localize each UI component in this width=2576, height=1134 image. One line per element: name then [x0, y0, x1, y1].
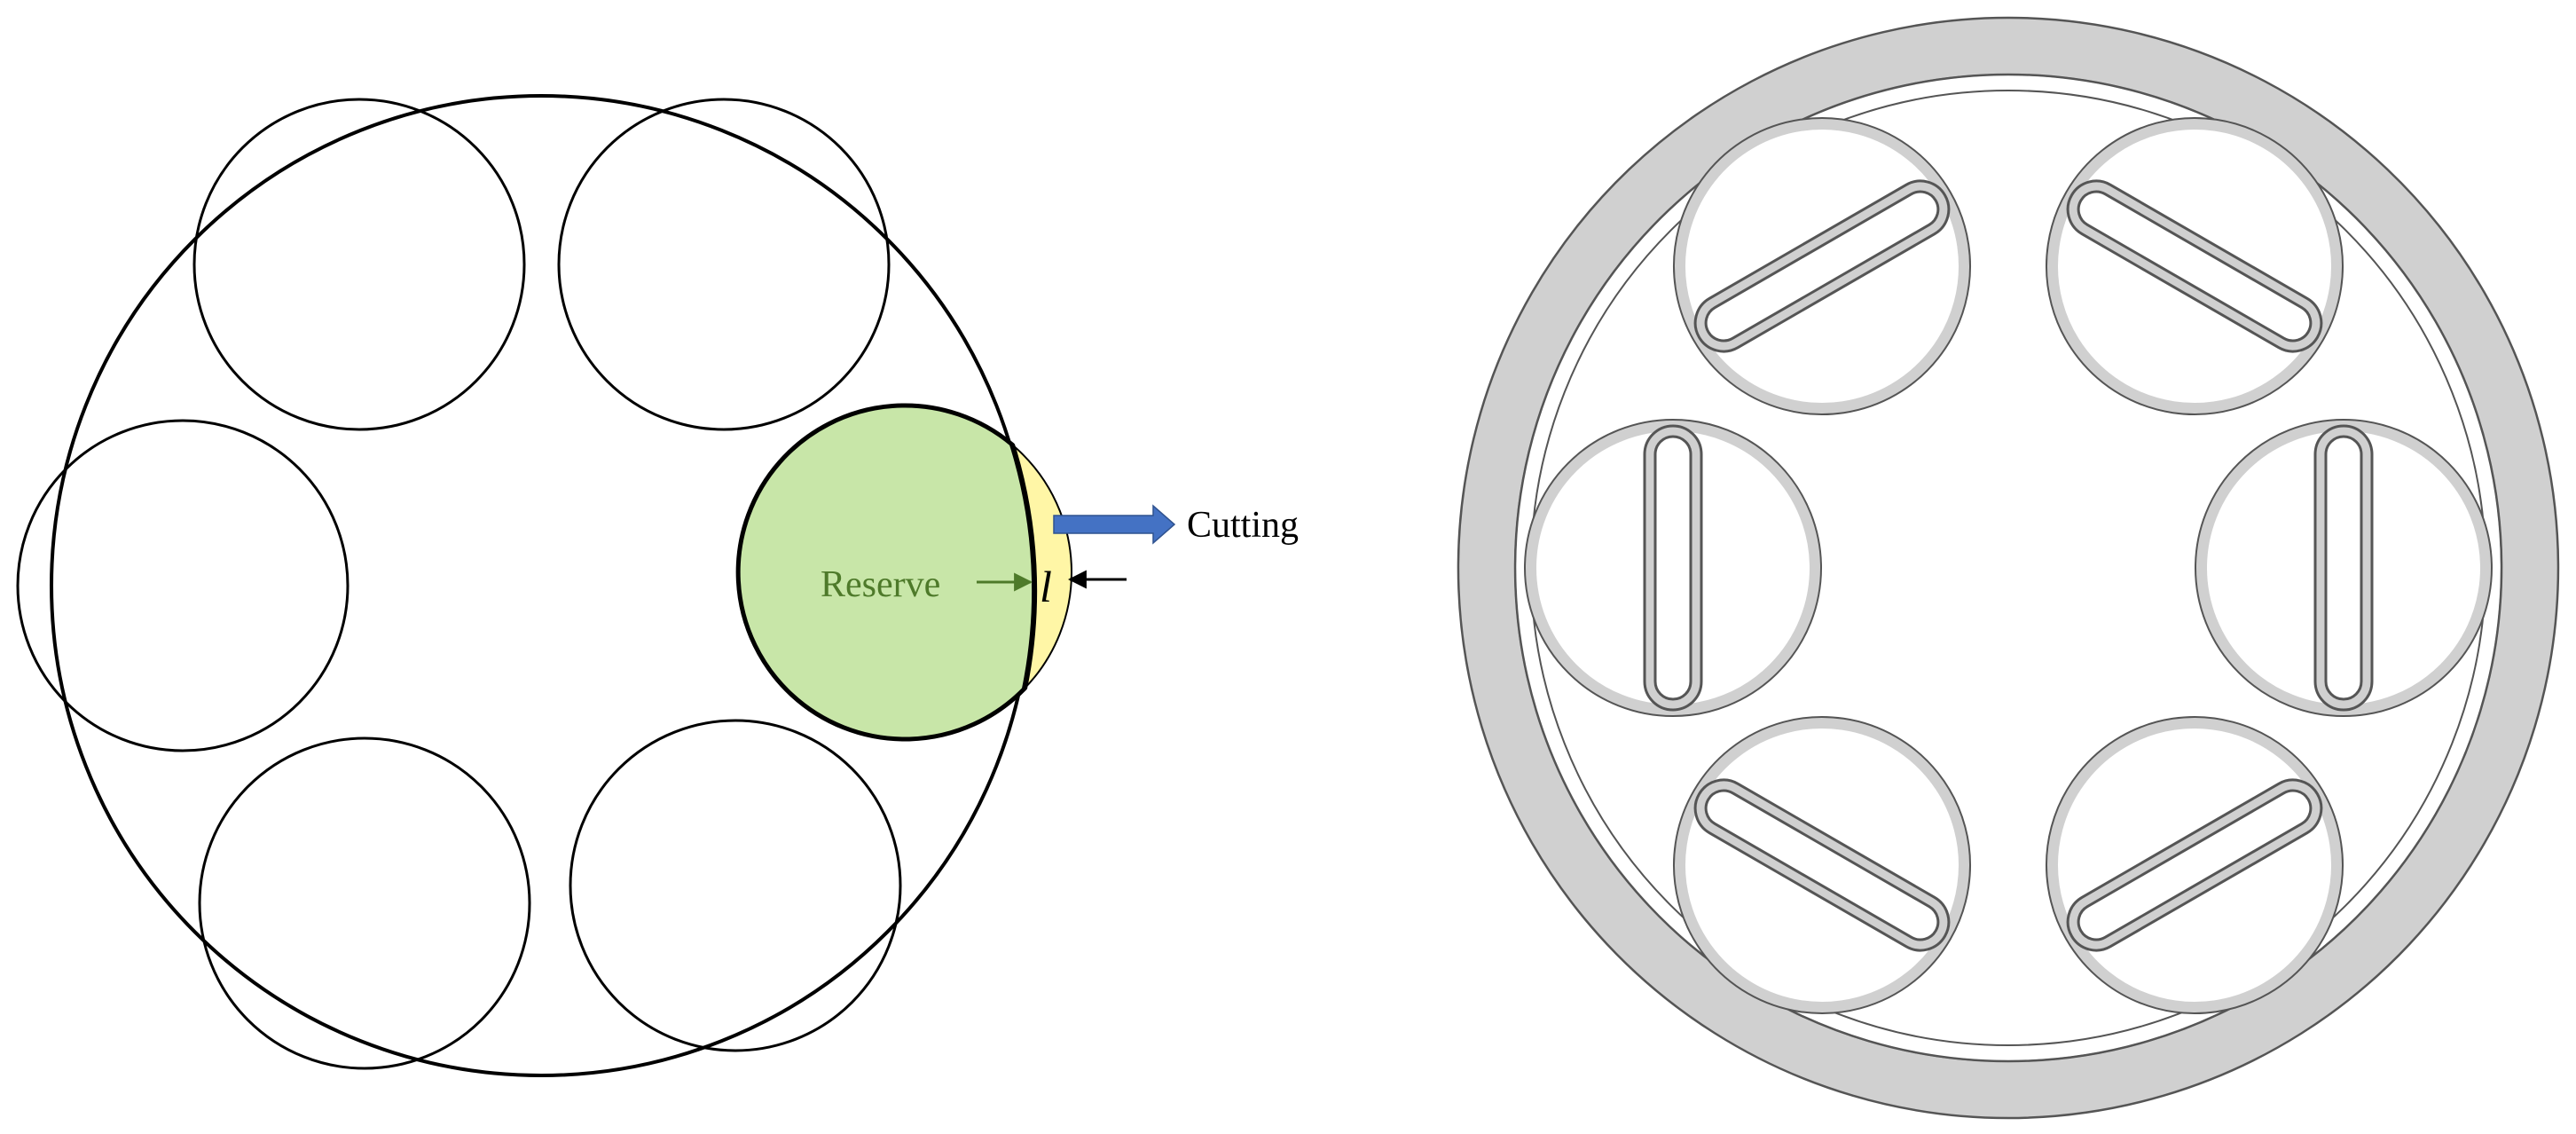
small-circle-top-right	[557, 98, 891, 431]
pod-bottom-left	[1673, 716, 1971, 1014]
highlighted-circle	[735, 403, 1072, 742]
inner-ring-outer-edge	[1514, 74, 2502, 1062]
right-diagram-cross-section	[1457, 16, 2560, 1120]
small-circle-left	[16, 419, 349, 752]
cut-boundary-arc	[1009, 444, 1038, 689]
pod-top-right	[2046, 117, 2344, 415]
small-circle-bottom-left	[198, 736, 531, 1070]
pod-top-left	[1673, 117, 1971, 415]
left-diagram-cutting-scheme: Reserve l Cutting	[16, 94, 1299, 1077]
length-symbol: l	[1040, 562, 1052, 611]
pod-left	[1524, 419, 1822, 717]
cutting-label: Cutting	[1187, 505, 1299, 546]
pod-bottom-right	[2046, 716, 2344, 1014]
small-circle-bottom-right	[569, 719, 902, 1052]
small-circle-top-left	[192, 98, 526, 431]
reserve-label: Reserve	[821, 564, 940, 605]
cutting-arrow	[1053, 504, 1176, 545]
pod-right	[2195, 419, 2493, 717]
